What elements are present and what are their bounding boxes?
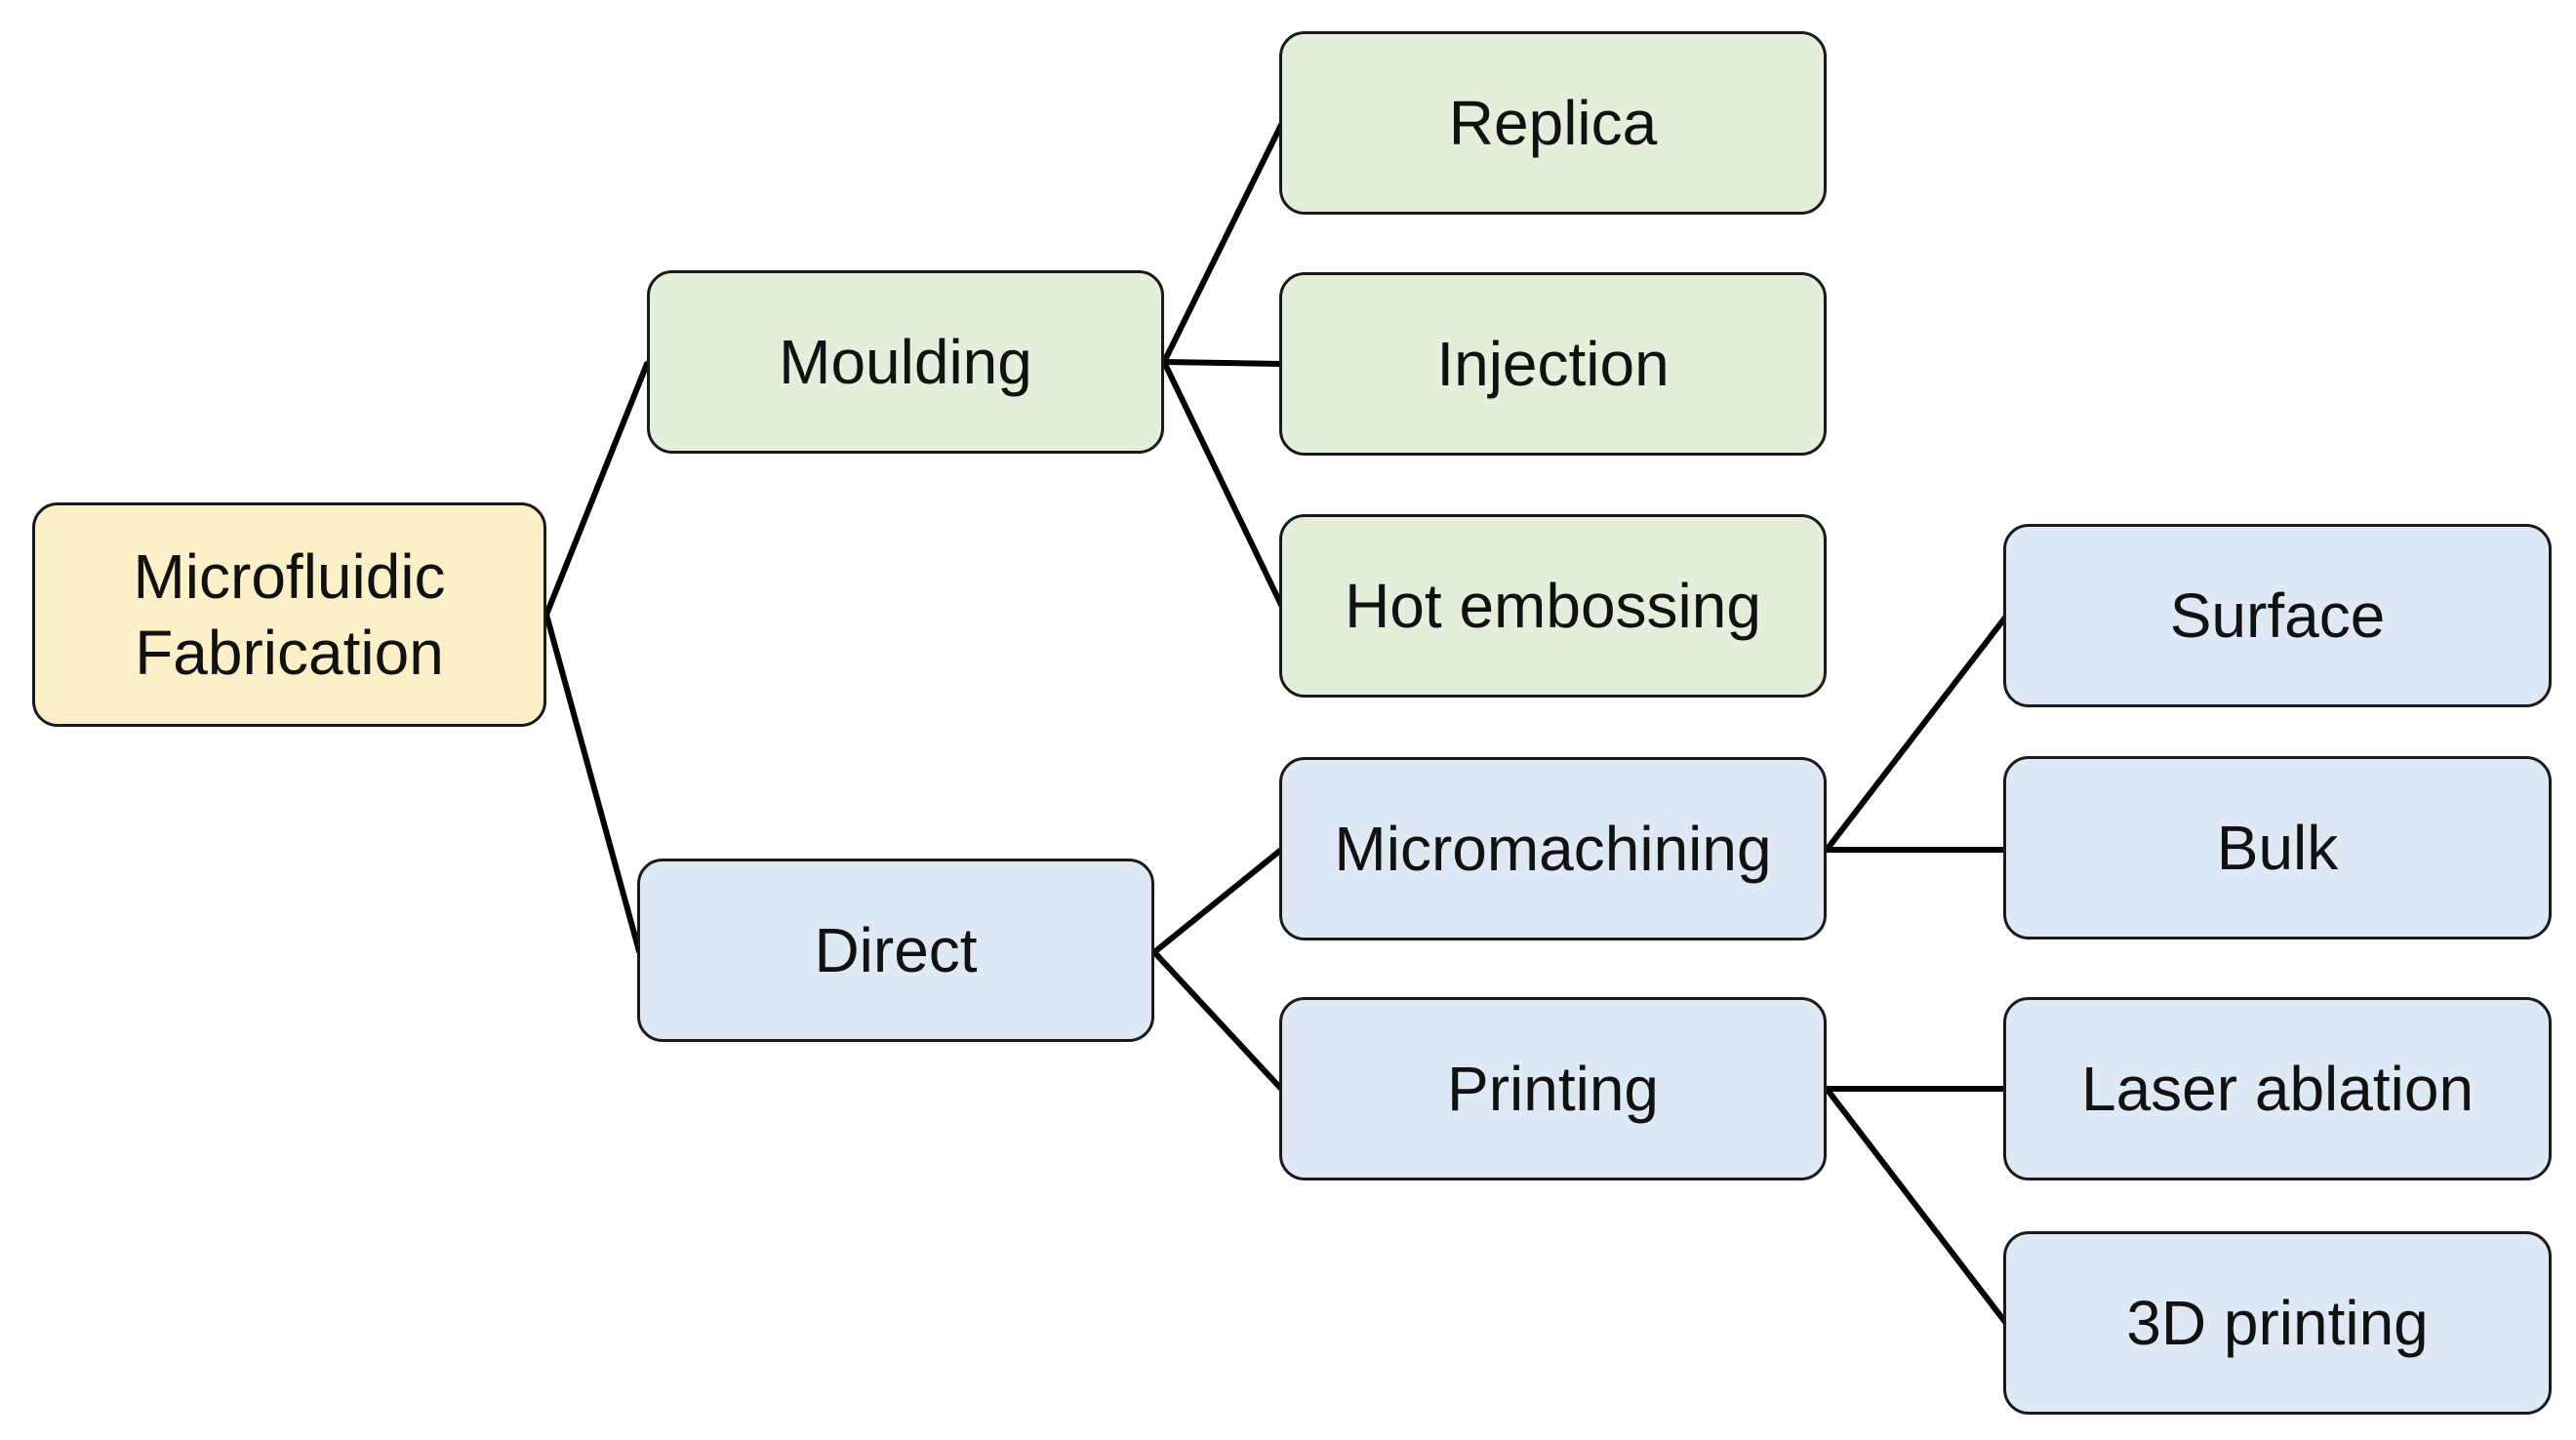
node-moulding: Moulding: [647, 270, 1164, 454]
node-printing-label: Printing: [1447, 1053, 1659, 1124]
node-micromachining-label: Micromachining: [1334, 813, 1772, 884]
node-printing: Printing: [1279, 997, 1827, 1180]
node-3d-printing: 3D printing: [2003, 1231, 2552, 1415]
link-moulding-injection: [1161, 359, 1284, 367]
link-micromachining-surface: [1824, 615, 2008, 853]
root-node-microfluidic-fabrication: Microfluidic Fabrication: [32, 502, 546, 727]
link-direct-printing: [1151, 949, 1284, 1092]
node-surface: Surface: [2003, 524, 2552, 707]
node-bulk-label: Bulk: [2216, 812, 2339, 883]
node-injection-label: Injection: [1436, 328, 1670, 399]
link-root-direct: [543, 612, 642, 954]
root-node-label: Microfluidic Fabrication: [133, 540, 446, 688]
node-direct: Direct: [637, 859, 1154, 1042]
node-replica-label: Replica: [1448, 87, 1658, 158]
node-moulding-label: Moulding: [779, 326, 1032, 397]
node-3d-printing-label: 3D printing: [2126, 1287, 2429, 1358]
link-moulding-replica: [1161, 122, 1284, 365]
node-laser-ablation-label: Laser ablation: [2080, 1053, 2475, 1124]
node-micromachining: Micromachining: [1279, 757, 1827, 940]
link-moulding-hot-embossing: [1161, 359, 1284, 608]
link-direct-micromachining: [1151, 847, 1284, 955]
node-hot-embossing: Hot embossing: [1279, 514, 1827, 698]
node-replica: Replica: [1279, 31, 1827, 215]
node-hot-embossing-label: Hot embossing: [1345, 570, 1761, 641]
node-surface-label: Surface: [2169, 580, 2386, 651]
node-direct-label: Direct: [814, 914, 978, 985]
link-printing-3d-printing: [1824, 1086, 2008, 1325]
node-laser-ablation: Laser ablation: [2003, 997, 2552, 1180]
node-bulk: Bulk: [2003, 756, 2552, 940]
link-root-moulding: [543, 361, 650, 618]
node-injection: Injection: [1279, 272, 1827, 456]
